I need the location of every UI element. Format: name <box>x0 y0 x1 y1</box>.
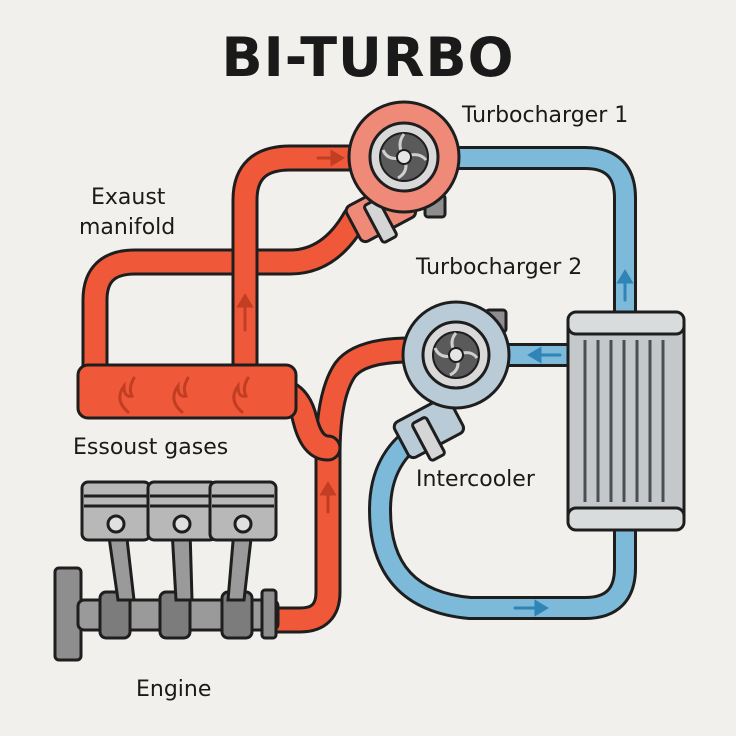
compressor-wheel-icon <box>432 331 480 379</box>
exhaust-pipes <box>81 144 424 634</box>
arrow-right-icon <box>513 599 549 617</box>
intercooler-fins <box>583 340 665 502</box>
turbocharger-1 <box>344 100 461 244</box>
piston <box>208 480 278 542</box>
arrow-up-icon <box>319 481 337 514</box>
diagram-title: BI-TURBO <box>221 26 515 89</box>
piston <box>146 480 218 542</box>
flame-icon <box>118 376 250 414</box>
turbocharger-2 <box>392 300 511 462</box>
label-exhaust-gases: Essoust gases <box>73 435 229 460</box>
engine-block <box>53 480 280 662</box>
piston <box>80 480 152 542</box>
intercooler-unit <box>566 310 686 532</box>
pipe-turbo1-to-intercooler <box>443 146 637 330</box>
arrow-up-icon <box>616 269 634 302</box>
arrow-left-icon <box>527 346 562 364</box>
flow-arrows <box>236 149 634 617</box>
label-engine: Engine <box>136 677 212 702</box>
arrow-up-icon <box>236 293 254 332</box>
label-intercooler: Intercooler <box>416 467 535 492</box>
turbine-wheel-icon <box>379 132 429 182</box>
label-exhaust-manifold-line2: manifold <box>79 215 176 240</box>
exhaust-manifold <box>76 363 298 420</box>
intake-pipes <box>368 146 637 620</box>
label-turbocharger-2: Turbocharger 2 <box>416 255 583 280</box>
arrow-right-icon <box>316 149 345 167</box>
label-exhaust-manifold-line1: Exaust <box>91 185 166 210</box>
label-turbocharger-1: Turbocharger 1 <box>462 103 629 128</box>
